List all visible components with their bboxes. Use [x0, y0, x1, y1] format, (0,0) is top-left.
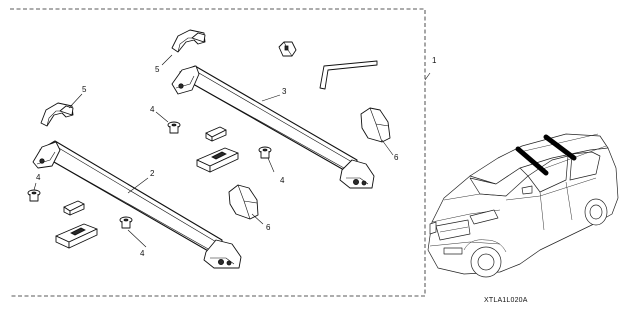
diagram-code: XTLA1L020A [484, 297, 528, 304]
crossbar-rear [171, 65, 375, 189]
end-cap-upper [171, 29, 206, 53]
clamp-lower-base [55, 223, 98, 249]
callout-4-bolt-1: 4 [150, 105, 155, 114]
lock-cylinder [278, 41, 297, 57]
hex-key-wrench [319, 60, 378, 90]
bolt-3 [27, 189, 41, 202]
vehicle-crossbar-front [515, 146, 549, 176]
bolt-2 [258, 146, 272, 159]
callout-labels: 1 2 3 4 4 4 4 5 5 6 6 [36, 56, 437, 258]
callout-4-bolt-3: 4 [36, 173, 41, 182]
vehicle-illustration [427, 133, 619, 278]
clamp-upper-base [196, 147, 239, 173]
end-cap-lower [40, 102, 74, 127]
bolt-1 [167, 121, 181, 134]
callout-6-upper: 6 [394, 153, 399, 162]
leader-lines [33, 54, 431, 248]
callout-5-lower: 5 [82, 85, 87, 94]
callout-2: 2 [150, 169, 155, 178]
callout-5-upper: 5 [155, 65, 160, 74]
vehicle-crossbar-rear [543, 134, 577, 161]
clamp-upper-small [205, 126, 227, 142]
callout-3: 3 [282, 87, 287, 96]
callout-4-bolt-4: 4 [140, 249, 145, 258]
clamp-lower-small [63, 200, 85, 216]
crossbar-front [32, 140, 242, 269]
callout-1: 1 [432, 56, 437, 65]
bolt-4 [119, 216, 133, 229]
side-cover-lower [228, 184, 259, 220]
callout-6-lower: 6 [266, 223, 271, 232]
callout-4-bolt-2: 4 [280, 176, 285, 185]
side-cover-upper [360, 107, 391, 143]
